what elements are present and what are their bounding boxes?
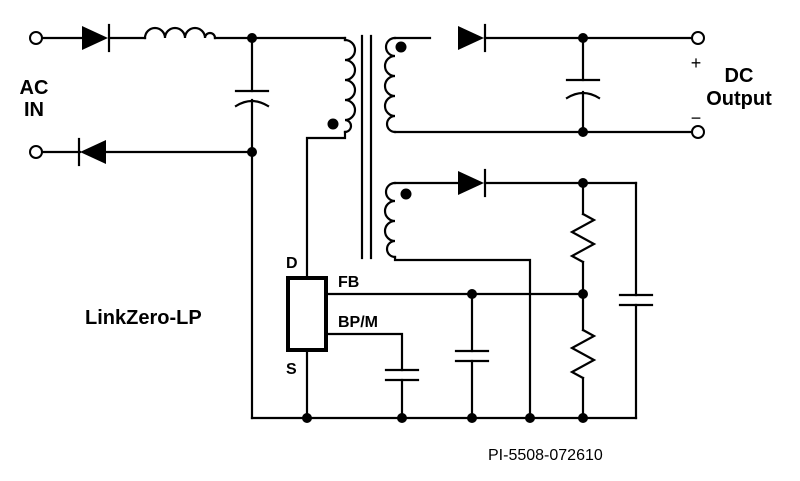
junction-dots	[247, 33, 588, 423]
lower-feedback-resistor	[569, 292, 597, 420]
transformer-secondary-winding	[383, 36, 585, 134]
polarity-dot-secondary	[395, 41, 407, 53]
pin-label-bpm: BP/M	[338, 314, 378, 331]
dc-output-terminals	[691, 31, 705, 139]
dc-output-label-line2: Output	[706, 88, 772, 110]
upper-feedback-resistor	[569, 181, 597, 296]
output-diode	[458, 23, 694, 53]
polarity-dot-primary	[327, 118, 339, 130]
input-inductor	[143, 26, 217, 40]
pin-label-d: D	[286, 255, 298, 272]
input-diode-bottom	[77, 137, 106, 167]
pin-label-fb: FB	[338, 274, 359, 291]
figure-id-label: PI-5508-072610	[488, 447, 603, 464]
transformer-core	[360, 34, 373, 260]
input-diode-top	[82, 23, 111, 53]
bulk-capacitor	[234, 36, 270, 154]
polarity-dot-bias	[400, 188, 412, 200]
linkzero-ic-body	[286, 276, 328, 352]
fb-capacitor	[454, 292, 490, 420]
bpm-capacitor	[326, 332, 420, 420]
minus-sign: −	[691, 108, 702, 128]
ac-in-label-line2: IN	[24, 99, 44, 121]
ac-in-terminals	[29, 31, 43, 159]
output-capacitor	[565, 36, 601, 134]
pin-label-s: S	[286, 361, 297, 378]
ac-in-label-line1: AC	[20, 77, 49, 99]
dc-output-label-line1: DC	[725, 65, 754, 87]
bias-capacitor	[618, 181, 654, 420]
plus-sign: +	[691, 53, 702, 73]
transformer-primary-winding	[305, 36, 357, 280]
transformer-bias-winding	[383, 181, 532, 420]
ic-name-label: LinkZero-LP	[85, 307, 202, 329]
bias-diode	[458, 168, 638, 198]
